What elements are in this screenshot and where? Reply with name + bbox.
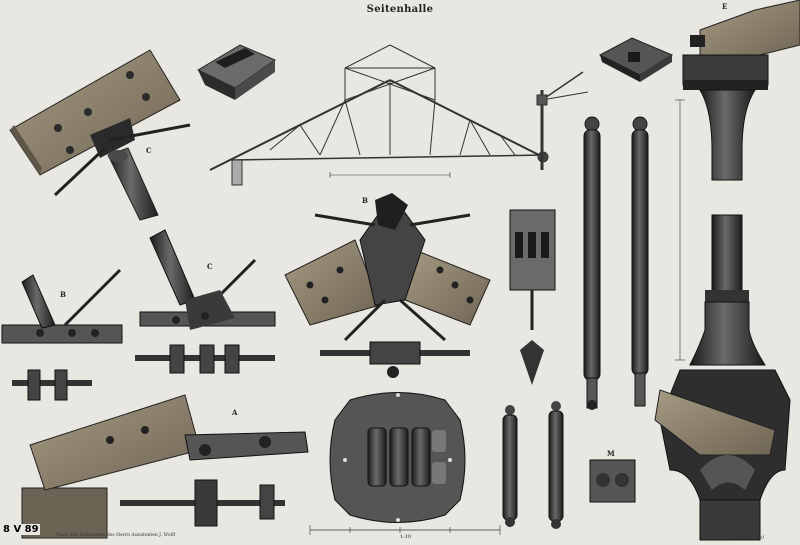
figure-letter-center: B [362,196,368,205]
signature: P. Schnabel [735,535,764,541]
link-detail-left [12,369,92,401]
short-rod-right [548,401,564,529]
figure-letter-m: M [607,449,615,458]
truss-foot-detail [536,71,589,170]
figure-letter-c-top: C [146,146,152,155]
plate-title: Seitenhalle [366,4,434,15]
roof-truss [209,44,549,186]
block-m [589,459,636,503]
beam-joint-top-left [9,49,191,221]
bracket-piece [196,44,277,100]
figure-letter-e-top: E [722,2,728,11]
tension-rod-left [583,116,601,410]
round-base-plate [329,392,466,523]
short-rod-left [502,405,518,527]
central-joint [284,193,491,342]
plate-number: 8 V 89 [2,524,40,535]
figure-letter-a-bottom: A [232,408,238,417]
joint-b-left [1,268,123,344]
scale-bar [309,525,501,535]
base-plate-small [598,37,674,82]
center-horizontal-rod [320,341,470,378]
figure-letter-b-left: B [60,290,66,299]
joint-c-left [139,229,276,330]
column-right [654,0,800,541]
tension-rod-right [631,116,649,407]
hanger-shoe [509,209,556,385]
beam-foot-bolts [120,479,285,527]
scale-label: 1:10 [400,534,412,540]
figure-letter-c-mid: C [207,262,213,271]
link-detail-center [135,344,275,374]
footer-note: Nach den Aufnahmen des Herrn Assistenten… [56,533,176,538]
